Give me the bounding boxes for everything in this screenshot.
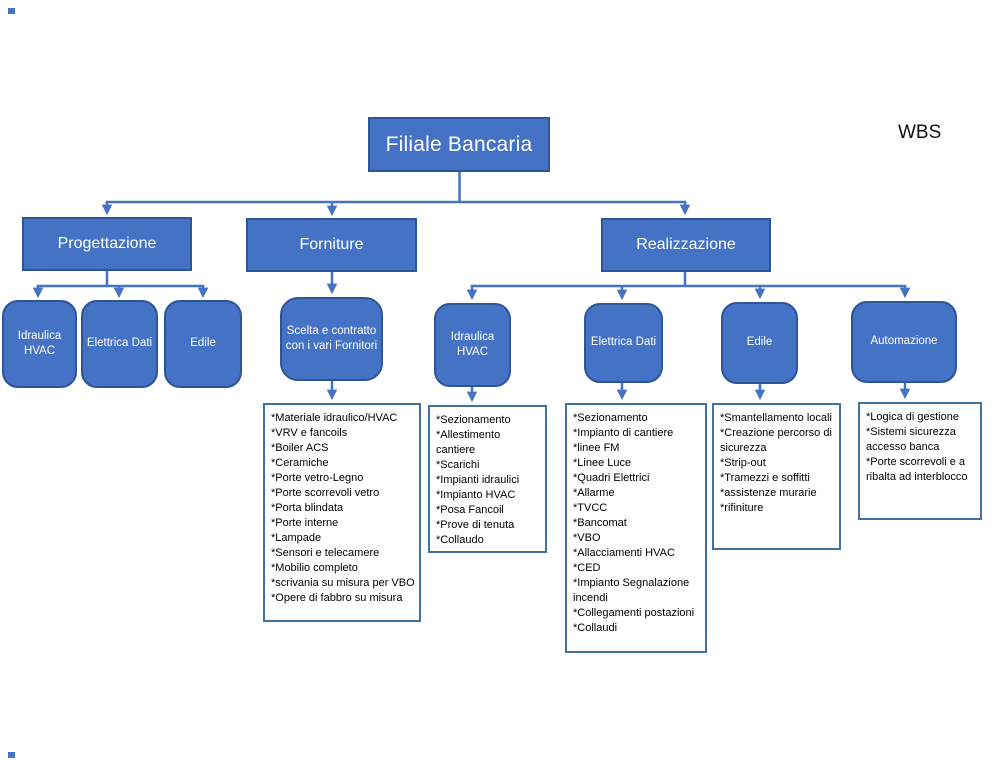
list-item: *Lampade xyxy=(271,532,322,544)
node-progettazione-idraulica-hvac: Idraulica HVAC xyxy=(2,300,77,388)
node-progettazione: Progettazione xyxy=(22,217,192,271)
list-item: *Impianto Segnalazione incendi xyxy=(573,577,690,604)
list-item: *Opere di fabbro su misura xyxy=(271,592,403,604)
node-forniture: Forniture xyxy=(246,218,417,272)
list-item: *Impianto HVAC xyxy=(436,489,516,501)
list-item: *CED xyxy=(573,562,601,574)
list-item: *Impianti idraulici xyxy=(436,474,520,486)
corner-mark xyxy=(8,8,15,14)
list-item: *Porte interne xyxy=(271,517,339,529)
list-item: *Allacciamenti HVAC xyxy=(573,547,675,559)
task-list-elettrica-dati: *Sezionamento *Impianto di cantiere *linee… xyxy=(565,403,707,653)
list-item: *VBO xyxy=(573,532,601,544)
list-item: *Quadri Elettrici xyxy=(573,472,650,484)
corner-mark xyxy=(8,752,15,758)
list-item: *Collegamenti postazioni xyxy=(573,607,695,619)
list-item: *Creazione percorso di sicurezza xyxy=(720,427,832,454)
list-item: *rifiniture xyxy=(720,502,764,514)
node-filiale-bancaria: Filiale Bancaria xyxy=(368,117,550,172)
diagram-type-label: WBS xyxy=(898,122,942,143)
node-progettazione-edile: Edile xyxy=(164,300,242,388)
task-list-edile: *Smantellamento locali *Creazione percors… xyxy=(712,403,841,550)
list-item: *Bancomat xyxy=(573,517,627,529)
list-item: *Allestimento cantiere xyxy=(436,429,501,456)
list-item: *Prove di tenuta xyxy=(436,519,515,531)
list-item: *Porte vetro-Legno xyxy=(271,472,364,484)
node-realizzazione-edile: Edile xyxy=(721,302,798,384)
list-item: *Boiler ACS xyxy=(271,442,329,454)
list-item: *Strip-out xyxy=(720,457,766,469)
node-realizzazione: Realizzazione xyxy=(601,218,771,272)
list-item: *Impianto di cantiere xyxy=(573,427,674,439)
list-item: *TVCC xyxy=(573,502,608,514)
task-list-idraulica-hvac: *Sezionamento *Allestimento cantiere *Scar… xyxy=(428,405,547,553)
list-item: *Collaudo xyxy=(436,534,484,546)
list-item: *Smantellamento locali xyxy=(720,412,832,424)
list-item: *Porte scorrevoli e a ribalta ad interbl… xyxy=(866,456,968,483)
list-item: *linee FM xyxy=(573,442,620,454)
node-automazione: Automazione xyxy=(851,301,957,383)
node-progettazione-elettrica-dati: Elettrica Dati xyxy=(81,300,158,388)
list-item: *Collaudi xyxy=(573,622,618,634)
list-item: *VRV e fancoils xyxy=(271,427,348,439)
list-item: *Porta blindata xyxy=(271,502,344,514)
list-item: *Porte scorrevoli vetro xyxy=(271,487,380,499)
list-item: *Posa Fancoil xyxy=(436,504,504,516)
list-item: *Linee Luce xyxy=(573,457,632,469)
node-realizzazione-idraulica-hvac: Idraulica HVAC xyxy=(434,303,511,387)
node-scelta-contratto-fornitori: Scelta e contratto con i vari Fornitori xyxy=(280,297,383,381)
list-item: *Materiale idraulico/HVAC xyxy=(271,412,398,424)
node-realizzazione-elettrica-dati: Elettrica Dati xyxy=(584,303,663,383)
list-item: *Scarichi xyxy=(436,459,480,471)
list-item: *Sistemi sicurezza accesso banca xyxy=(866,426,956,453)
task-list-automazione: *Logica di gestione *Sistemi sicurezza ac… xyxy=(858,402,982,520)
list-item: *Ceramiche xyxy=(271,457,329,469)
list-item: *scrivania su misura per VBO xyxy=(271,577,415,589)
list-item: *Sezionamento xyxy=(573,412,648,424)
task-list-forniture: *Materiale idraulico/HVAC *VRV e fancoils… xyxy=(263,403,421,622)
list-item: *Logica di gestione xyxy=(866,411,959,423)
list-item: *Sensori e telecamere xyxy=(271,547,380,559)
list-item: *Sezionamento xyxy=(436,414,511,426)
list-item: *assistenze murarie xyxy=(720,487,817,499)
list-item: *Mobilio completo xyxy=(271,562,358,574)
list-item: *Tramezzi e soffitti xyxy=(720,472,810,484)
list-item: *Allarme xyxy=(573,487,615,499)
